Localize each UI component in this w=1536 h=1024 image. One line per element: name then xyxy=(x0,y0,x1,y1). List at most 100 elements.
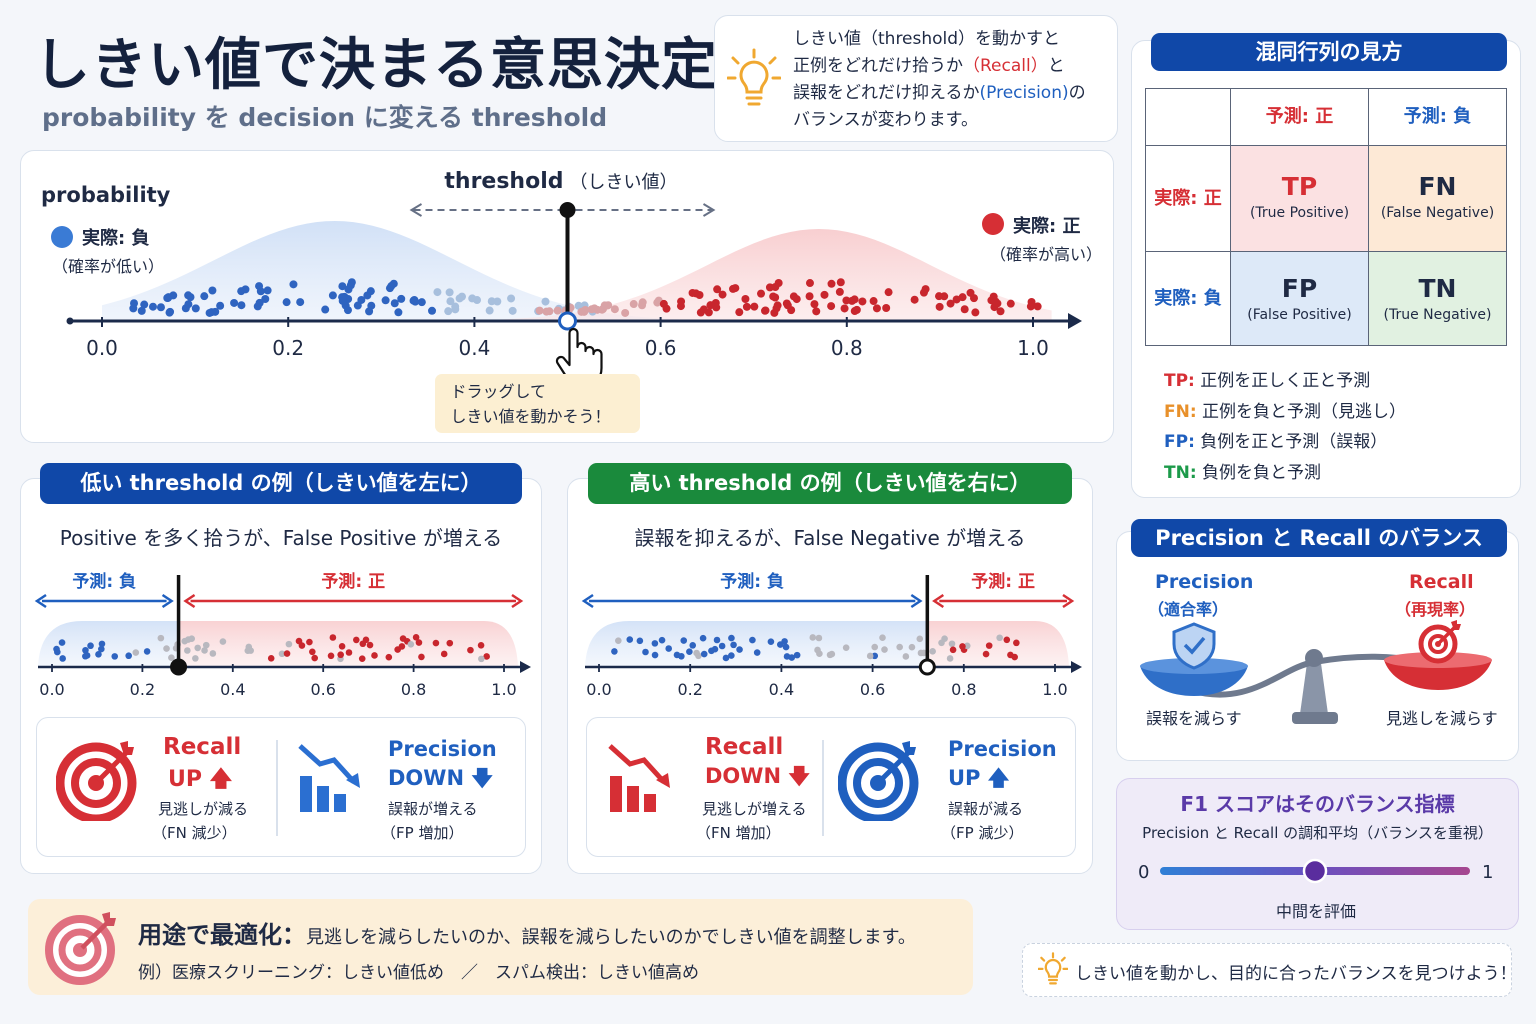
positive-point xyxy=(718,290,727,299)
tip-text: しきい値を動かし、目的に合ったバランスを見つけよう！ xyxy=(1075,964,1517,984)
positive-point xyxy=(327,652,335,660)
positive-legend-label: 実際: 正 xyxy=(1013,215,1080,237)
threshold-knob[interactable] xyxy=(918,658,936,676)
negative-point xyxy=(686,648,693,656)
threshold-axis-knob[interactable] xyxy=(558,311,577,331)
low-threshold-header: 低い threshold の例（しきい値を左に） xyxy=(40,463,522,504)
negative-point xyxy=(658,636,666,644)
positive-point xyxy=(773,301,782,310)
arrow-up-icon: 🡅 xyxy=(209,767,233,792)
balance-scale-icon xyxy=(1140,620,1492,724)
positive-point xyxy=(188,635,196,643)
threshold-handle[interactable]: threshold （しきい値） xyxy=(409,169,716,320)
threshold-knob[interactable] xyxy=(170,658,188,676)
usage-text: 見逃しを減らしたいのか、誤報を減らしたいのかでしきい値を調整します。 xyxy=(306,927,916,948)
cm-cell-tn: TN (True Negative) xyxy=(1368,251,1506,345)
high-metric2-dir: UP 🡅 xyxy=(948,766,1010,790)
positive-point xyxy=(1006,299,1015,308)
axis-tick-label: 0.0 xyxy=(86,336,118,360)
negative-point xyxy=(782,643,790,651)
positive-point xyxy=(283,650,291,657)
negative-point xyxy=(168,654,175,662)
negative-point xyxy=(54,648,61,656)
negative-distribution-curve xyxy=(102,221,680,321)
positive-point xyxy=(677,297,686,306)
legend-tp: TP: 正例を正しく正と予測 xyxy=(1164,371,1371,391)
positive-point xyxy=(952,295,961,304)
positive-point xyxy=(610,305,619,314)
negative-point xyxy=(788,654,796,661)
positive-point xyxy=(621,308,630,317)
positive-point xyxy=(960,305,969,314)
positive-point xyxy=(946,655,954,662)
negative-point xyxy=(244,647,252,654)
arrow-down-icon: 🡇 xyxy=(471,766,493,790)
negative-point xyxy=(541,297,550,306)
negative-point xyxy=(948,640,956,648)
axis-tick-label: 1.0 xyxy=(1042,680,1067,699)
negative-point xyxy=(678,652,685,660)
positive-point xyxy=(815,634,823,642)
cm-tp-label: TP xyxy=(1281,172,1318,201)
arrowhead-right xyxy=(702,203,716,217)
axis-tick-label: 0.4 xyxy=(220,680,245,699)
threshold-label: threshold xyxy=(444,169,563,194)
negative-point xyxy=(338,282,347,291)
negative-point xyxy=(728,652,735,659)
legend-fp: FP: 負例を正と予測（誤報） xyxy=(1164,432,1388,452)
negative-point xyxy=(929,648,936,655)
positive-point xyxy=(757,289,766,298)
f1-header: F1 スコアはそのバランス指標 xyxy=(1180,792,1455,816)
lightbulb-icon xyxy=(1038,952,1068,985)
positive-point xyxy=(358,655,366,662)
positive-point xyxy=(971,308,980,317)
positive-point xyxy=(415,639,423,646)
positive-point xyxy=(820,290,829,299)
negative-point xyxy=(148,302,157,311)
f1-marker[interactable] xyxy=(1302,858,1328,884)
drag-hint-line-2: しきい値を動かそう！ xyxy=(450,407,611,426)
positive-point xyxy=(946,299,955,308)
negative-point xyxy=(381,296,390,305)
data-points xyxy=(129,278,1042,317)
negative-point xyxy=(205,308,214,317)
negative-point xyxy=(58,639,66,646)
cm-fn-label: FN xyxy=(1418,172,1457,201)
negative-point xyxy=(700,650,708,658)
positive-point xyxy=(638,298,647,307)
cm-cell-fn: FN (False Negative) xyxy=(1368,145,1506,251)
positive-point xyxy=(827,302,836,311)
negative-point xyxy=(237,287,246,296)
negative-point xyxy=(181,637,189,645)
negative-point xyxy=(202,641,210,649)
low-metric2-name: Precision xyxy=(388,737,497,761)
cm-pred-neg-header: 予測: 負 xyxy=(1368,89,1506,145)
predicted-positive-arrow-head-left xyxy=(932,593,945,609)
target-icon xyxy=(838,741,919,821)
axis-tick-label: 0.6 xyxy=(860,680,885,699)
positive-point xyxy=(827,279,836,288)
negative-point xyxy=(184,647,191,654)
axis-arrowhead xyxy=(520,661,531,673)
negative-point xyxy=(718,642,726,650)
negative-point xyxy=(191,304,200,313)
positive-point xyxy=(688,288,697,297)
arrowhead-left xyxy=(409,203,423,217)
negative-legend-sub: （確率が低い） xyxy=(52,257,164,276)
negative-point xyxy=(184,291,193,300)
low-metric1-desc2: （FN 減少） xyxy=(152,824,237,842)
positive-legend-sub: （確率が高い） xyxy=(990,245,1102,264)
negative-point xyxy=(163,645,170,652)
axis-tick-label: 0.0 xyxy=(39,680,64,699)
negative-point xyxy=(507,294,516,303)
negative-point xyxy=(487,297,496,306)
positive-point xyxy=(371,652,378,659)
negative-point xyxy=(574,301,583,310)
f1-slider: 0 1 xyxy=(1138,858,1493,884)
axis-tick-label: 0.2 xyxy=(272,336,304,360)
main-threshold-chart: probability 実際: 負 （確率が低い） 実際: 正 （確率が高い） … xyxy=(41,169,1102,387)
positive-point xyxy=(910,295,919,304)
lightbulb-icon xyxy=(727,48,781,106)
threshold-top-knob[interactable] xyxy=(559,202,576,218)
